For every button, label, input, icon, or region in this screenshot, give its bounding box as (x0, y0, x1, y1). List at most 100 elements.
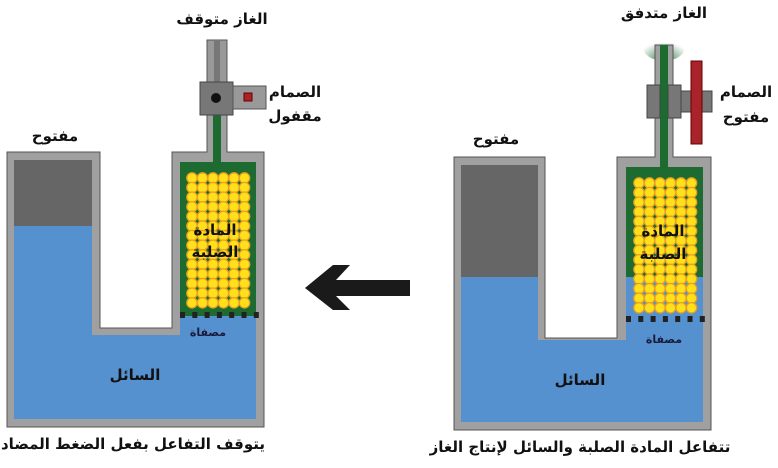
solid-bead (633, 292, 645, 305)
solid-bead (664, 263, 677, 276)
solid-bead (675, 196, 687, 209)
solid-bead (238, 181, 251, 194)
solid-bead (238, 277, 251, 290)
solid-bead (654, 273, 666, 285)
solid-bead (654, 282, 666, 295)
solid-bead (675, 205, 687, 218)
solid-bead (685, 177, 698, 189)
solid-bead (238, 200, 251, 213)
solid-bead (186, 191, 198, 204)
solid-bead (633, 282, 645, 295)
solid-bead (664, 186, 677, 199)
caption-flowing: تتفاعل المادة الصلبة والسائل لإنتاج الغا… (429, 438, 731, 456)
solid-label-1: المادة (641, 222, 684, 240)
filter-dash (241, 312, 247, 318)
apparatus-stopped: الغاز متوقف الصمام مقفول مفتوح المادة ال… (1, 10, 322, 453)
solid-bead (217, 200, 230, 213)
valve-open[interactable] (646, 60, 713, 145)
solid-bead (633, 186, 645, 199)
air-space (461, 165, 538, 277)
valve-state-label: مقفول (268, 107, 321, 125)
liquid-bottom (461, 340, 703, 422)
filter-dash (192, 312, 198, 318)
filter-dash (662, 316, 668, 322)
solid-bead (633, 263, 645, 276)
solid-bead (238, 287, 251, 300)
solid-bead (217, 172, 230, 184)
solid-bead (633, 196, 645, 209)
solid-bead (685, 225, 698, 237)
solid-label-2: الصلبة (192, 243, 239, 261)
solid-bead (228, 296, 240, 309)
solid-bead (186, 172, 198, 184)
solid-bead (664, 273, 677, 285)
solid-bead (207, 172, 219, 184)
solid-bead (685, 301, 698, 314)
liquid-label: السائل (110, 366, 161, 384)
solid-bead (196, 287, 209, 300)
open-label: مفتوح (473, 130, 519, 148)
solid-bead (633, 301, 645, 314)
solid-bead (643, 177, 656, 189)
valve-closed[interactable] (199, 81, 267, 116)
solid-bead (654, 196, 666, 209)
solid-bead (207, 296, 219, 309)
solid-bead (217, 277, 230, 290)
solid-bead (664, 196, 677, 209)
solid-bead (217, 287, 230, 300)
solid-bead (643, 196, 656, 209)
valve-pivot-icon (211, 93, 221, 103)
solid-bead (643, 282, 656, 295)
solid-bead (664, 292, 677, 305)
solid-bead (675, 263, 687, 276)
solid-bead (228, 268, 240, 280)
solid-bead (685, 205, 698, 218)
filter-dash (180, 312, 185, 318)
solid-bead (643, 292, 656, 305)
solid-bead (675, 301, 687, 314)
solid-bead (217, 268, 230, 280)
gas-flowing-label: الغاز متدفق (621, 4, 707, 22)
gas-tube (213, 112, 221, 164)
solid-bead (238, 210, 251, 223)
solid-bead (675, 292, 687, 305)
filter-label: مصفاة (646, 333, 682, 346)
valve-label: الصمام (269, 83, 321, 101)
solid-bead (228, 172, 240, 184)
solid-bead (664, 177, 677, 189)
solid-bead (196, 191, 209, 204)
solid-bead (664, 282, 677, 295)
solid-bead (643, 263, 656, 276)
solid-bead (228, 181, 240, 194)
filter-grid (180, 312, 259, 318)
filter-dash (204, 312, 210, 318)
filter-dash (626, 316, 631, 322)
filter-grid (626, 316, 705, 322)
outlet-tube-inner (214, 40, 220, 84)
air-space (14, 160, 92, 226)
liquid-label: السائل (555, 371, 606, 389)
solid-bead (685, 186, 698, 199)
solid-bead (643, 186, 656, 199)
solid-bead (685, 282, 698, 295)
solid-bead (228, 277, 240, 290)
solid-bead (685, 215, 698, 228)
solid-bead (217, 191, 230, 204)
solid-bead (196, 181, 209, 194)
solid-bead (186, 181, 198, 194)
solid-beads (633, 177, 698, 314)
solid-bead (685, 263, 698, 276)
solid-bead (238, 296, 251, 309)
solid-bead (207, 268, 219, 280)
solid-bead (238, 268, 251, 280)
solid-bead (675, 282, 687, 295)
solid-bead (664, 301, 677, 314)
solid-bead (238, 248, 251, 261)
filter-dash (650, 316, 656, 322)
solid-bead (238, 172, 251, 184)
solid-bead (196, 172, 209, 184)
solid-bead (654, 301, 666, 314)
solid-bead (685, 196, 698, 209)
gas-tube (660, 45, 668, 169)
